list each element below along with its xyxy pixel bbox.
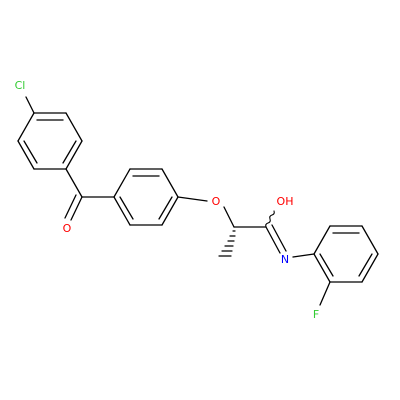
bond [17,112,35,142]
bond [119,196,134,220]
bond [223,206,235,228]
atom-labels: Cl O O OH N F [15,79,320,321]
bond [64,194,77,219]
bond [361,225,379,255]
nitrogen-label: N [281,253,289,266]
wavy-bond [265,210,275,228]
bond [313,253,331,283]
bonds [17,96,379,306]
bond [265,226,281,254]
bond [292,253,315,258]
bond [361,253,379,283]
bond [177,196,208,202]
bond [161,168,179,198]
bond [17,140,35,170]
bond [65,168,83,198]
hashed-wedge [218,230,236,257]
ketone-oxygen-label: O [63,222,72,235]
bond [271,224,287,252]
bond [25,96,35,114]
bond [319,281,331,306]
bond [65,140,83,170]
bond [358,253,373,277]
bond [23,140,38,164]
bond [319,253,334,277]
chlorine-label: Cl [15,79,26,92]
ether-oxygen-label: O [212,195,221,208]
bond [113,168,131,198]
bond [113,196,131,226]
bond [65,112,83,142]
bond [70,196,83,221]
bond [158,196,173,220]
bond [161,196,179,226]
bond [313,225,331,255]
hydroxyl-label: OH [277,195,294,208]
fluorine-label: F [313,308,319,321]
bond [62,140,77,164]
